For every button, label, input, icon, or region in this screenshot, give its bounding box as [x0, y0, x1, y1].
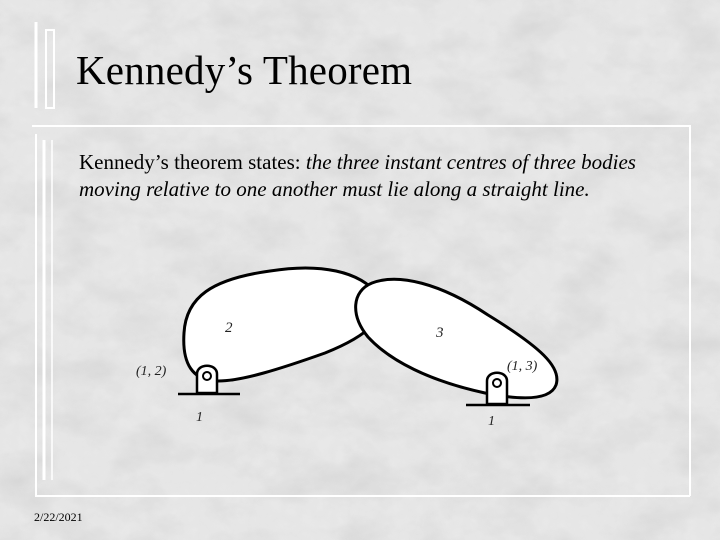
statement-text: the three instant centres of three bodie… [79, 150, 636, 201]
slide-title: Kennedy’s Theorem [76, 47, 413, 93]
statement-intro: Kennedy’s theorem states: [79, 150, 306, 174]
body-3-shape [354, 277, 559, 400]
slide-date: 2/22/2021 [34, 510, 83, 524]
body-3-label: 3 [435, 325, 444, 341]
frame-lines [32, 22, 691, 497]
mechanism-diagram: 2 3 (1, 2) (1, 3) 1 1 [136, 266, 559, 429]
ground-link-label-right: 1 [488, 414, 495, 429]
theorem-statement: Kennedy’s theorem states: the three inst… [79, 149, 679, 203]
centre-1-2-label: (1, 2) [136, 364, 167, 379]
centre-1-3-label: (1, 3) [507, 359, 538, 374]
pivot-1-2 [178, 364, 240, 396]
body-2-shape [182, 266, 383, 383]
ground-link-label-left: 1 [196, 410, 203, 425]
pivot-1-3 [466, 371, 530, 407]
body-2-label: 2 [225, 320, 233, 336]
